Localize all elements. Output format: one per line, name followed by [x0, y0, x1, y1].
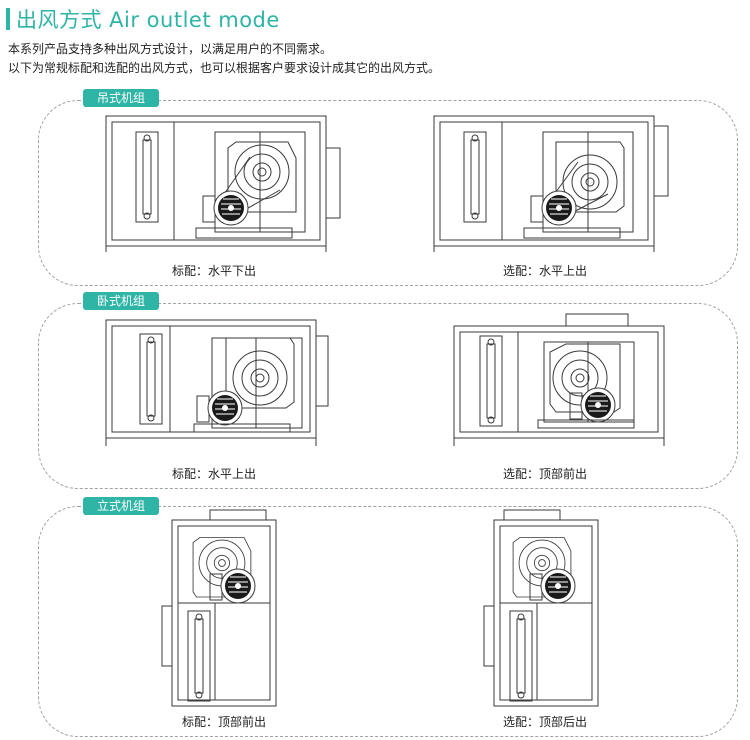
title-accent-bar: [6, 8, 10, 30]
caption-suspended-opt: 选配：水平上出: [503, 264, 588, 278]
unit-diagram-suspended-opt: [428, 112, 678, 257]
section-label-horizontal: 卧式机组: [83, 292, 160, 310]
section-vertical-panel: [38, 506, 738, 737]
unit-diagram-horizontal-std: [100, 316, 350, 461]
section-label-suspended: 吊式机组: [83, 89, 160, 107]
section-label-vertical: 立式机组: [83, 497, 160, 515]
page-title: 出风方式 Air outlet mode: [16, 8, 280, 32]
intro-line-2: 以下为常规标配和选配的出风方式，也可以根据客户要求设计成其它的出风方式。: [8, 61, 441, 75]
section-suspended-panel: [38, 100, 738, 286]
caption-horizontal-opt: 选配：顶部前出: [503, 467, 588, 481]
caption-suspended-std: 标配：水平下出: [172, 264, 257, 278]
section-horizontal-panel: [38, 303, 738, 489]
caption-vertical-std: 标配：顶部前出: [182, 715, 267, 729]
unit-diagram-suspended-std: [100, 112, 350, 257]
caption-horizontal-std: 标配：水平上出: [172, 467, 257, 481]
caption-vertical-opt: 选配：顶部后出: [503, 715, 588, 729]
intro-line-1: 本系列产品支持多种出风方式设计，以满足用户的不同需求。: [8, 42, 333, 56]
unit-diagram-horizontal-opt: [428, 312, 678, 462]
unit-diagram-vertical-std: [160, 508, 290, 708]
unit-diagram-vertical-opt: [482, 508, 612, 708]
